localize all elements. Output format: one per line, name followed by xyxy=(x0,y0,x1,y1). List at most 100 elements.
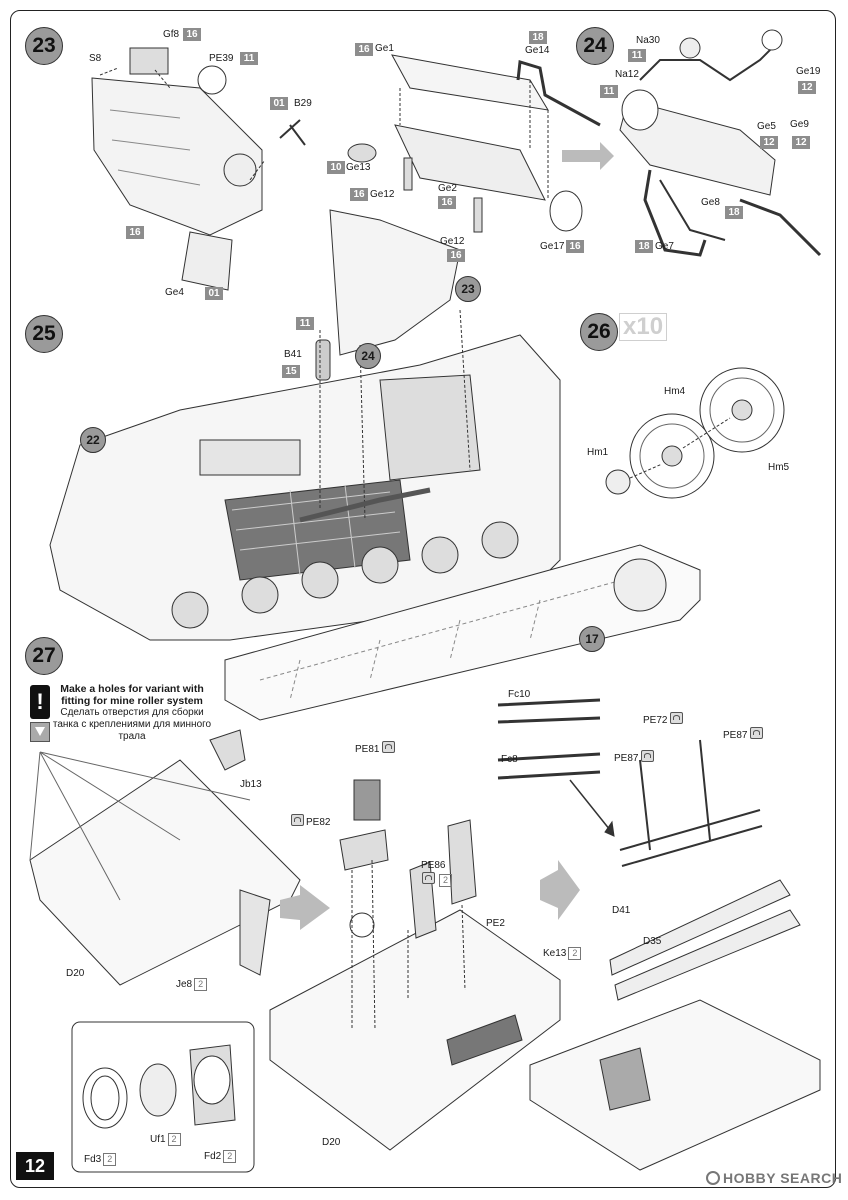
label-ge7: Ge7 xyxy=(655,241,674,252)
part-hm1 xyxy=(605,469,631,495)
sprue-pe39: 11 xyxy=(240,52,258,65)
label-s8: S8 xyxy=(89,53,102,64)
sprue-fd2: 2 xyxy=(223,1150,237,1163)
photo-etch-icon xyxy=(670,712,684,724)
bulkhead-s8 xyxy=(91,77,263,236)
label-ge4: Ge4 xyxy=(165,287,184,298)
sprue-ge13: 10 xyxy=(327,161,345,174)
label-pe39: PE39 xyxy=(209,53,234,64)
label-pe86: PE86 xyxy=(421,860,446,871)
label-pe86-icons: 2 xyxy=(422,872,452,887)
photo-etch-icon xyxy=(291,814,304,826)
label-hm5: Hm5 xyxy=(768,462,790,473)
flow-arrow xyxy=(562,142,614,170)
instruction-page xyxy=(10,10,836,1188)
sprue-ge7: 18 xyxy=(635,240,653,253)
label-pe81: PE81 xyxy=(355,741,397,756)
engine-block xyxy=(379,374,481,481)
sprue-fd3: 2 xyxy=(103,1153,117,1166)
label-b29: B29 xyxy=(294,98,312,109)
sprue-ke13: 2 xyxy=(568,947,582,960)
rail-d35 xyxy=(614,909,801,1001)
step-number-24: 24 xyxy=(576,27,614,65)
label-ge13: Ge13 xyxy=(346,162,371,173)
label-ge2: Ge2 xyxy=(438,183,457,194)
sprue-ge9: 12 xyxy=(792,136,810,149)
sprue-na30: 11 xyxy=(628,49,646,62)
label-ge5: Ge5 xyxy=(757,121,776,132)
sprue-je8: 2 xyxy=(194,978,208,991)
warning-icon: ! xyxy=(30,685,50,719)
sprue-b41: 15 xyxy=(282,365,300,378)
label-gf8: Gf8 xyxy=(163,29,180,40)
sprue-ge14: 18 xyxy=(529,31,547,44)
label-na30: Na30 xyxy=(636,35,660,46)
label-d41: D41 xyxy=(612,905,631,916)
part-gf8 xyxy=(129,47,169,75)
watermark-logo-icon xyxy=(706,1171,720,1185)
label-pe72: PE72 xyxy=(643,712,685,727)
exhaust-muffler xyxy=(619,99,776,196)
label-fc10: Fc10 xyxy=(508,689,531,700)
page-number: 12 xyxy=(16,1152,54,1180)
bulkhead-installed xyxy=(329,209,461,356)
label-fc8: Fc8 xyxy=(501,754,518,765)
side-panel-17 xyxy=(224,544,701,721)
plate-d20-right xyxy=(529,999,821,1171)
callout-22: 22 xyxy=(80,427,106,453)
sprue-ge17: 16 xyxy=(566,240,584,253)
callout-23: 23 xyxy=(455,276,481,302)
sprue-uf1: 2 xyxy=(167,1133,181,1146)
sprue-ge8: 18 xyxy=(725,206,743,219)
quantity-multiplier: x10 xyxy=(619,313,668,341)
photo-etch-icon xyxy=(750,727,764,739)
label-na12: Na12 xyxy=(615,69,639,80)
label-d20-center: D20 xyxy=(322,1137,341,1148)
label-d20-left: D20 xyxy=(66,968,85,979)
plate-d20-center xyxy=(269,909,561,1151)
sprue-ge19: 12 xyxy=(798,81,816,94)
label-jb13: Jb13 xyxy=(240,779,262,790)
label-ge12a: Ge12 xyxy=(370,189,395,200)
step-number-23: 23 xyxy=(25,27,63,65)
sprue-ge5: 12 xyxy=(760,136,778,149)
label-hm4: Hm4 xyxy=(664,386,686,397)
label-ge9: Ge9 xyxy=(790,119,809,130)
callout-17: 17 xyxy=(579,626,605,652)
photo-etch-icon xyxy=(382,741,396,753)
drill-hole-icon xyxy=(30,722,50,742)
label-pe82: PE82 xyxy=(291,814,330,829)
sprue-ge12b: 16 xyxy=(447,249,465,262)
label-ge1: Ge1 xyxy=(375,43,394,54)
label-hm1: Hm1 xyxy=(587,447,609,458)
sprue-ge1: 16 xyxy=(355,43,373,56)
part-ge4 xyxy=(181,231,233,291)
sprue-na12: 11 xyxy=(600,85,618,98)
watermark: HOBBY SEARCH xyxy=(706,1170,842,1186)
callout-24: 24 xyxy=(355,343,381,369)
step-number-26: 26 xyxy=(580,313,618,351)
label-b41: B41 xyxy=(284,349,302,360)
sprue-ge2: 16 xyxy=(438,196,456,209)
label-ge12b: Ge12 xyxy=(440,236,465,247)
sprue-b29: 01 xyxy=(270,97,288,110)
label-pe87-right: PE87 xyxy=(723,727,765,742)
sprue-ge4: 01 xyxy=(205,287,223,300)
warning-text-en: Make a holes for variant with fitting fo… xyxy=(60,683,204,707)
sprue-ge12a: 16 xyxy=(350,188,368,201)
step-number-25: 25 xyxy=(25,315,63,353)
sprue-gf8: 16 xyxy=(183,28,201,41)
photo-etch-icon xyxy=(641,750,655,762)
sprue-bulkhead: 16 xyxy=(126,226,144,239)
label-d35: D35 xyxy=(643,936,662,947)
photo-etch-icon xyxy=(422,872,435,884)
sprue-b41-top: 11 xyxy=(296,317,314,330)
step-number-27: 27 xyxy=(25,637,63,675)
warning-text-ru: Сделать отверстия для сборки танка с кре… xyxy=(52,707,212,742)
